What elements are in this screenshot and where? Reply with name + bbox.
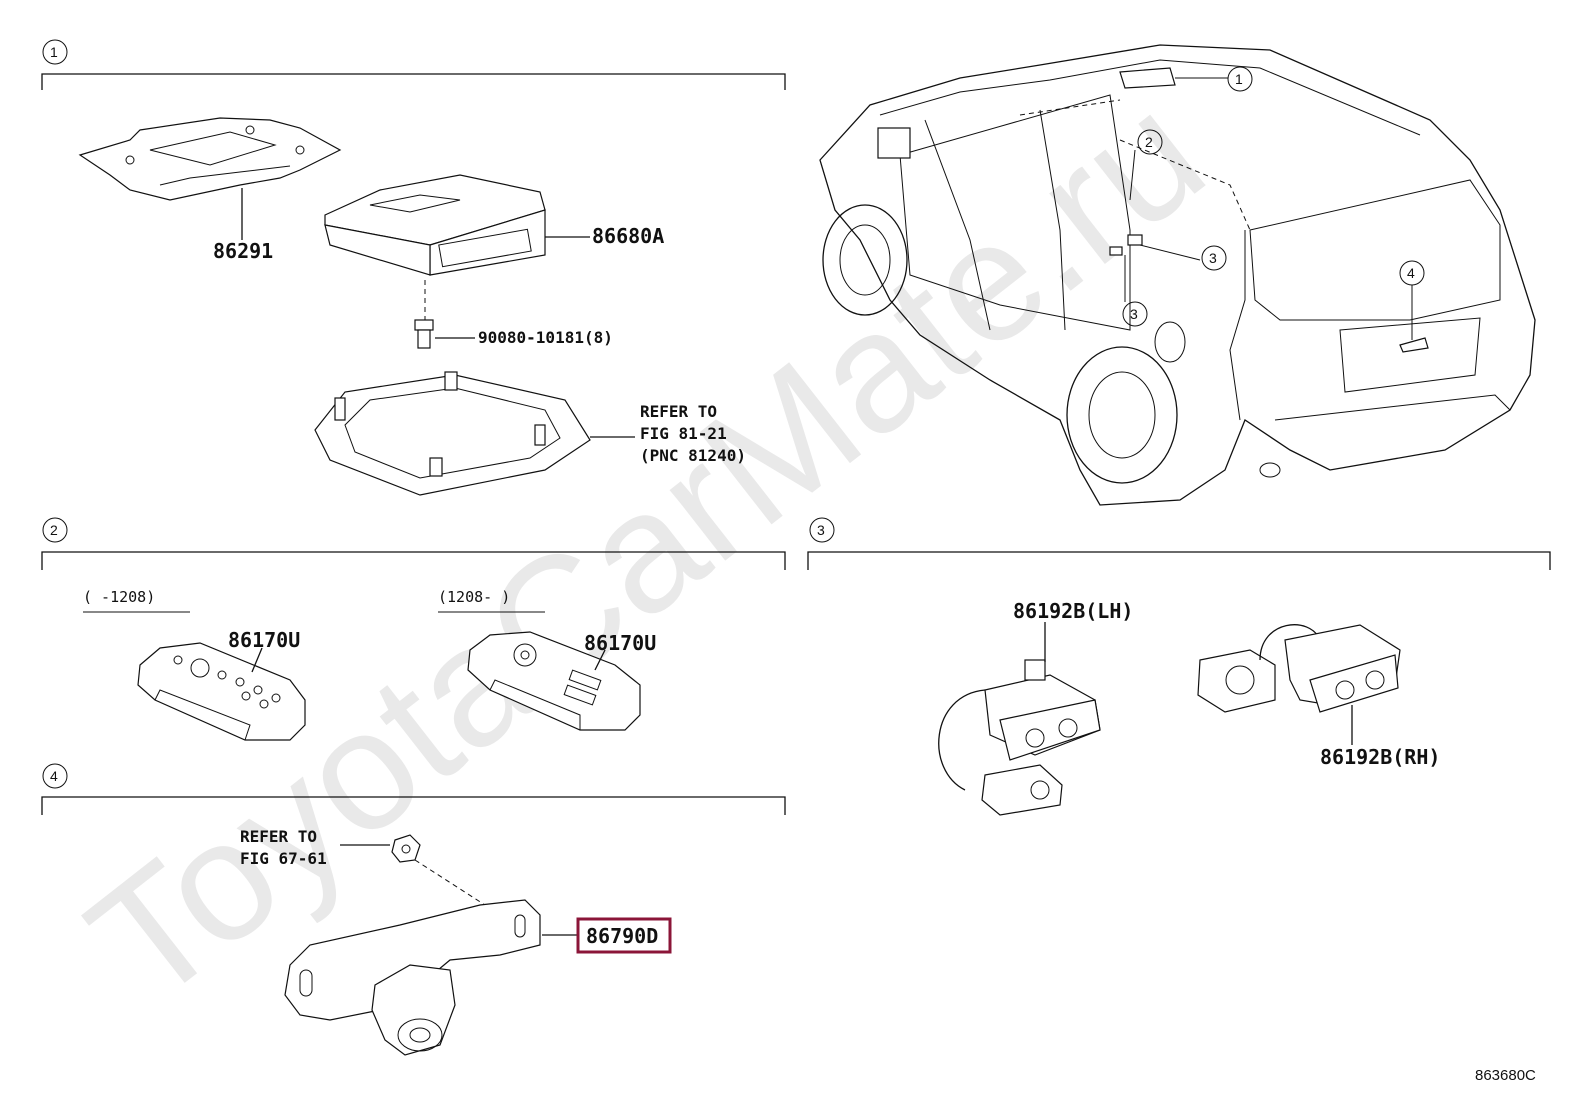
remote-control-left bbox=[137, 642, 306, 741]
frame-refer-line2: FIG 81-21 bbox=[640, 424, 727, 443]
section-4: 4 REFER TO FIG 67-61 86790D bbox=[41, 763, 786, 1056]
callout-4: 4 bbox=[1407, 265, 1415, 281]
remote-control-right bbox=[467, 631, 641, 731]
camera-label[interactable]: 86790D bbox=[586, 924, 658, 948]
frame-refer-line3: (PNC 81240) bbox=[640, 446, 746, 465]
mounting-bracket bbox=[78, 117, 342, 240]
figure-code: 863680C bbox=[1475, 1067, 1536, 1084]
frame-refer-line1: REFER TO bbox=[640, 402, 717, 421]
section-2-number: 2 bbox=[50, 522, 58, 538]
range-left: ( -1208) bbox=[83, 588, 155, 606]
vehicle-callouts: 1 2 3 3 4 bbox=[1122, 66, 1425, 327]
section-3: 3 86192B(LH) 86192B(RH) bbox=[807, 517, 1551, 816]
section-2: 2 ( -1208) (1208- ) 86170U bbox=[41, 517, 786, 741]
jack-rh bbox=[1197, 624, 1401, 745]
callout-2: 2 bbox=[1145, 134, 1153, 150]
display-module bbox=[324, 174, 590, 276]
callout-3a: 3 bbox=[1209, 250, 1217, 266]
watermark: ToyotaCarMate.ru bbox=[56, 58, 1238, 1040]
jack-rh-label: 86192B(RH) bbox=[1320, 745, 1440, 769]
callout-3b: 3 bbox=[1130, 306, 1138, 322]
bolt bbox=[414, 319, 475, 349]
display-module-label: 86680A bbox=[592, 224, 664, 248]
vehicle-illustration bbox=[819, 44, 1536, 506]
section-3-number: 3 bbox=[817, 522, 825, 538]
bolt-label: 90080-10181(8) bbox=[478, 328, 613, 347]
remote-right-label: 86170U bbox=[584, 631, 656, 655]
jack-lh bbox=[938, 622, 1101, 816]
section-1-number: 1 bbox=[50, 44, 58, 60]
section-4-number: 4 bbox=[50, 768, 58, 784]
clip-refer-line2: FIG 67-61 bbox=[240, 849, 327, 868]
remote-left-label: 86170U bbox=[228, 628, 300, 652]
jack-lh-label: 86192B(LH) bbox=[1013, 599, 1133, 623]
callout-1: 1 bbox=[1235, 71, 1243, 87]
clip-refer-line1: REFER TO bbox=[240, 827, 317, 846]
section-1: 1 86291 86680A 900 bbox=[41, 39, 786, 496]
camera-part-highlight bbox=[576, 917, 672, 954]
trim-frame bbox=[314, 371, 635, 496]
bracket-label: 86291 bbox=[213, 239, 273, 263]
range-right: (1208- ) bbox=[438, 588, 510, 606]
rear-camera bbox=[284, 899, 578, 1056]
